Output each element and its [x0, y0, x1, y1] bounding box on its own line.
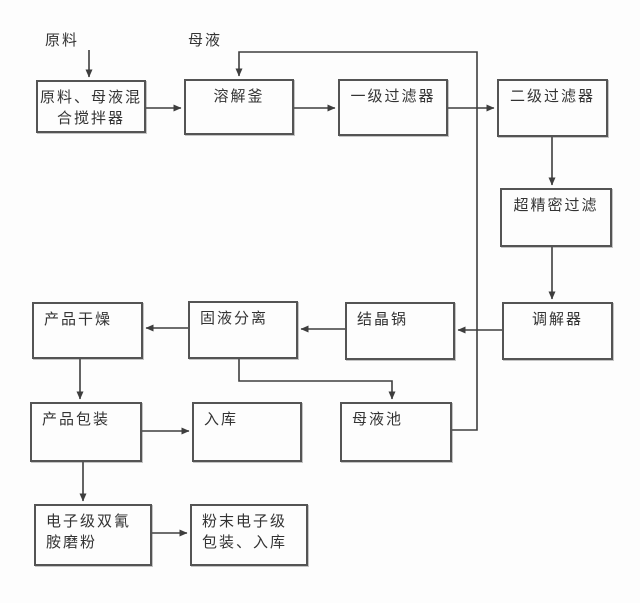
- node-second-stage-filter: 二级过滤器: [497, 79, 608, 137]
- node-solid-liquid-separation: 固液分离: [188, 301, 298, 359]
- node-regulator: 调解器: [502, 302, 613, 360]
- node-warehousing: 入库: [192, 402, 302, 462]
- node-crystallization-pot: 结晶锅: [345, 302, 455, 360]
- node-dicyandiamide-grinding: 电子级双氰 胺磨粉: [34, 504, 152, 566]
- node-ultra-precision-filter: 超精密过滤: [500, 188, 612, 247]
- mother-liquor-label: 母液: [188, 33, 223, 49]
- arrow-separator-to-pool: [238, 359, 396, 400]
- node-raw-material-mixer: 原料、母液混 合搅拌器: [36, 80, 146, 133]
- node-mother-liquor-pool: 母液池: [340, 402, 452, 462]
- node-first-stage-filter: 一级过滤器: [338, 79, 448, 136]
- node-powder-packaging-warehousing: 粉末电子级 包装、入库: [190, 504, 308, 566]
- raw-material-label: 原料: [45, 33, 80, 49]
- node-dissolving-kettle: 溶解釜: [184, 79, 294, 135]
- node-product-packaging: 产品包装: [30, 402, 142, 462]
- node-product-drying: 产品干燥: [32, 302, 143, 359]
